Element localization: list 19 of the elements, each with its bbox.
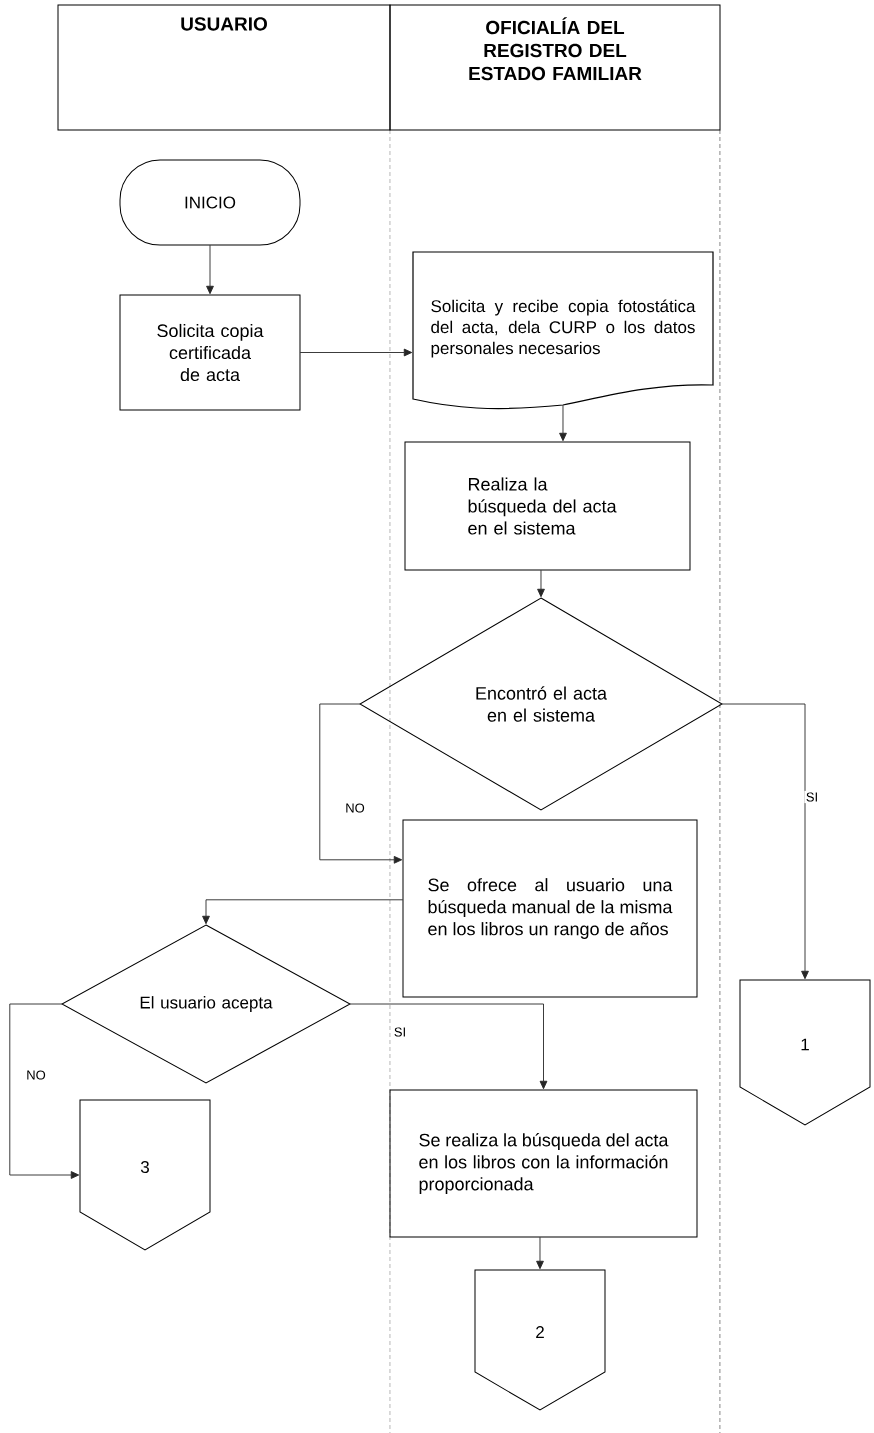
process-box: Realiza la búsqueda del acta en el sistema: [404, 441, 691, 571]
arrow: [319, 703, 403, 864]
lane-header: USUARIO: [57, 4, 391, 131]
process-box: Se realiza la búsqueda del acta en los libros con la información proporcionada: [389, 1089, 698, 1238]
arrow: [349, 1003, 548, 1090]
off-page-connector: 2: [474, 1269, 606, 1411]
arrow: [202, 899, 404, 925]
arrow: [721, 703, 809, 980]
arrow: [206, 244, 214, 295]
arrow: [9, 1003, 80, 1179]
off-page-connector: 3: [79, 1099, 211, 1251]
process-box: Se ofrece al usuario una búsqueda manual de la misma en los libros un rango de años: [402, 819, 698, 998]
process-box: Solicita copia certificada de acta: [119, 294, 301, 411]
arrow: [559, 404, 567, 442]
arrow: [299, 348, 413, 357]
arrow: [537, 569, 545, 598]
off-page-connector: 1: [739, 979, 871, 1126]
arrow: [536, 1236, 544, 1270]
lane-header: OFICIALÍA DEL REGISTRO DEL ESTADO FAMILIAR: [389, 4, 721, 131]
